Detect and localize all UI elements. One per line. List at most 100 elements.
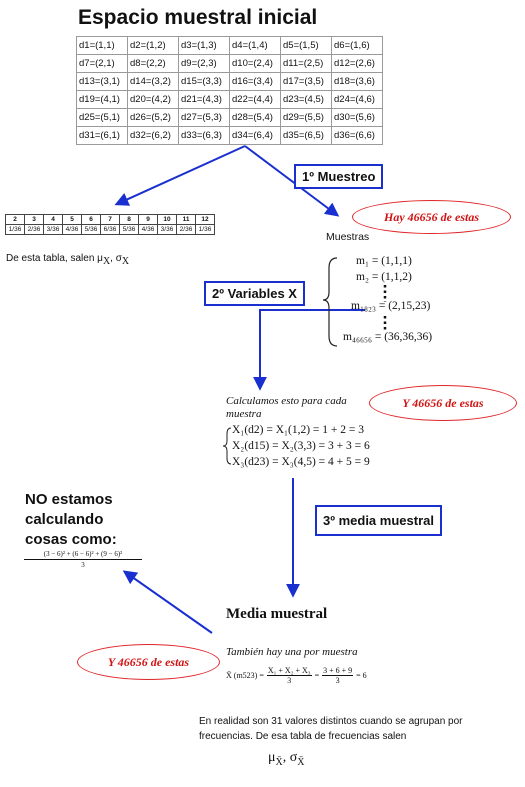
no-calc-line2: calculando bbox=[25, 511, 104, 528]
formula-num2: 3 + 6 + 9 bbox=[322, 666, 354, 676]
prob-prob-cell: 6/36 bbox=[100, 224, 120, 235]
prob-value-cell: 9 bbox=[138, 214, 158, 225]
bottom-sigma: , σ bbox=[282, 750, 298, 765]
media-heading: Media muestral bbox=[226, 606, 328, 622]
prob-prob-cell: 2/36 bbox=[24, 224, 44, 235]
prob-value-cell: 10 bbox=[157, 214, 177, 225]
sample-cell: d32=(6,2) bbox=[127, 126, 179, 145]
left-note-text: De esta tabla, salen μ bbox=[6, 253, 103, 264]
formula-mid: = bbox=[314, 671, 320, 680]
step3-label: 3º media muestral bbox=[315, 505, 442, 536]
sample-cell: d35=(6,5) bbox=[280, 126, 332, 145]
prob-prob-cell: 3/36 bbox=[43, 224, 63, 235]
sample-cell: d36=(6,6) bbox=[331, 126, 383, 145]
sample-cell: d2=(1,2) bbox=[127, 36, 179, 55]
sample-cell: d3=(1,3) bbox=[178, 36, 230, 55]
sample-m1: m₁ = (1,1,1) bbox=[356, 255, 412, 267]
prob-value-cell: 2 bbox=[5, 214, 25, 225]
mu-subscript: X bbox=[102, 256, 111, 267]
bottom-mu-sub: X̄ bbox=[275, 756, 283, 768]
sample-cell: d12=(2,6) bbox=[331, 54, 383, 73]
prob-prob-cell: 5/36 bbox=[119, 224, 139, 235]
formula-den2: 3 bbox=[335, 676, 340, 685]
bottom-stats: μX̄, σX̄ bbox=[268, 750, 305, 768]
oval-hay-46656: Hay 46656 de estas bbox=[352, 200, 511, 234]
no-calc-denominator: 3 bbox=[81, 561, 85, 569]
sample-cell: d29=(5,5) bbox=[280, 108, 332, 127]
prob-value-cell: 11 bbox=[176, 214, 196, 225]
formula-den1: 3 bbox=[287, 676, 292, 685]
sample-cell: d6=(1,6) bbox=[331, 36, 383, 55]
prob-value-cell: 3 bbox=[24, 214, 44, 225]
sample-cell: d26=(5,2) bbox=[127, 108, 179, 127]
prob-value-cell: 7 bbox=[100, 214, 120, 225]
prob-value-cell: 5 bbox=[62, 214, 82, 225]
bottom-mu: μ bbox=[268, 750, 276, 765]
prob-value-cell: 8 bbox=[119, 214, 139, 225]
sample-cell: d27=(5,3) bbox=[178, 108, 230, 127]
sample-row: d1=(1,1)d2=(1,2)d3=(1,3)d4=(1,4)d5=(1,5)… bbox=[76, 36, 383, 55]
sample-cell: d7=(2,1) bbox=[76, 54, 128, 73]
prob-value-cell: 6 bbox=[81, 214, 101, 225]
sample-cell: d1=(1,1) bbox=[76, 36, 128, 55]
prob-prob-cell: 1/36 bbox=[5, 224, 25, 235]
arrow-to-muestras bbox=[244, 145, 340, 217]
prob-prob-cell: 3/36 bbox=[157, 224, 177, 235]
bottom-sigma-sub: X̄ bbox=[297, 756, 305, 768]
left-note: De esta tabla, salen μX, σX bbox=[6, 253, 129, 267]
calc-brace bbox=[222, 427, 232, 465]
sample-row: d7=(2,1)d8=(2,2)d9=(2,3)d10=(2,4)d11=(2,… bbox=[76, 54, 383, 73]
sample-row: d25=(5,1)d26=(5,2)d27=(5,3)d28=(5,4)d29=… bbox=[76, 108, 383, 127]
sample-m2: m₂ = (1,1,2) bbox=[356, 271, 412, 283]
formula-frac1: X₁ + X₂ + X₃ 3 bbox=[266, 666, 312, 685]
sample-cell: d8=(2,2) bbox=[127, 54, 179, 73]
sample-cell: d20=(4,2) bbox=[127, 90, 179, 109]
formula-frac2: 3 + 6 + 9 3 bbox=[322, 666, 354, 685]
formula-left: X̄ (m523) = bbox=[226, 671, 264, 680]
sample-cell: d15=(3,3) bbox=[178, 72, 230, 91]
sample-space-table: d1=(1,1)d2=(1,2)d3=(1,3)d4=(1,4)d5=(1,5)… bbox=[76, 36, 383, 145]
sample-cell: d13=(3,1) bbox=[76, 72, 128, 91]
media-formula: X̄ (m523) = X₁ + X₂ + X₃ 3 = 3 + 6 + 9 3… bbox=[226, 666, 367, 685]
arrow-to-calc bbox=[253, 309, 365, 391]
sample-cell: d16=(3,4) bbox=[229, 72, 281, 91]
media-sub: También hay una por muestra bbox=[226, 646, 358, 658]
sample-m1823: m₁₈₂₃ = (2,15,23) bbox=[351, 300, 431, 312]
sample-cell: d11=(2,5) bbox=[280, 54, 332, 73]
sample-cell: d22=(4,4) bbox=[229, 90, 281, 109]
sample-cell: d5=(1,5) bbox=[280, 36, 332, 55]
sample-cell: d19=(4,1) bbox=[76, 90, 128, 109]
sample-cell: d4=(1,4) bbox=[229, 36, 281, 55]
sample-cell: d17=(3,5) bbox=[280, 72, 332, 91]
sample-cell: d24=(4,6) bbox=[331, 90, 383, 109]
no-calc-numerator: (3 − 6)² + (6 − 6)² + (9 − 6)² bbox=[24, 550, 142, 560]
sample-row: d13=(3,1)d14=(3,2)d15=(3,3)d16=(3,4)d17=… bbox=[76, 72, 383, 91]
prob-prob-cell: 4/36 bbox=[138, 224, 158, 235]
prob-prob-cell: 2/36 bbox=[176, 224, 196, 235]
sigma-subscript: X bbox=[121, 256, 130, 267]
oval-y-46656-calc: Y 46656 de estas bbox=[369, 385, 517, 421]
calc-intro-1: Calculamos esto para cada bbox=[226, 395, 347, 407]
arrow-to-prob-table bbox=[114, 145, 246, 206]
formula-num1: X₁ + X₂ + X₃ bbox=[266, 666, 312, 676]
left-note-sigma: , σ bbox=[110, 253, 122, 264]
prob-value-cell: 4 bbox=[43, 214, 63, 225]
sample-cell: d10=(2,4) bbox=[229, 54, 281, 73]
oval-y-46656-media: Y 46656 de estas bbox=[77, 644, 220, 680]
prob-prob-cell: 1/36 bbox=[195, 224, 215, 235]
sample-cell: d14=(3,2) bbox=[127, 72, 179, 91]
muestras-brace bbox=[322, 257, 338, 347]
sample-cell: d30=(5,6) bbox=[331, 108, 383, 127]
no-calc-line3: cosas como: bbox=[25, 531, 117, 548]
formula-right: = 6 bbox=[356, 671, 367, 680]
sample-cell: d9=(2,3) bbox=[178, 54, 230, 73]
prob-prob-cell: 4/36 bbox=[62, 224, 82, 235]
sample-cell: d31=(6,1) bbox=[76, 126, 128, 145]
page-title: Espacio muestral inicial bbox=[78, 6, 318, 29]
step2-label: 2º Variables X bbox=[204, 281, 305, 306]
sample-cell: d23=(4,5) bbox=[280, 90, 332, 109]
